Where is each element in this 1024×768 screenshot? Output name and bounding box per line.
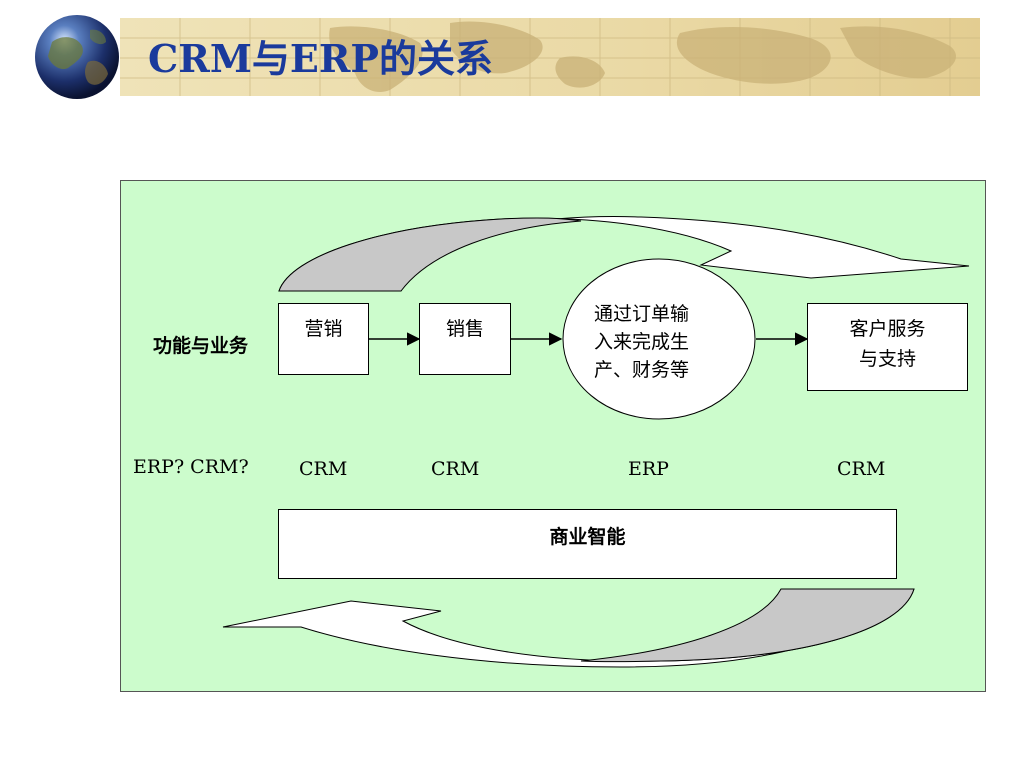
- stage-sales: 销售: [419, 303, 511, 375]
- globe-icon: [35, 15, 119, 99]
- stage-order-line-2: 入来完成生: [594, 331, 690, 353]
- stage-order-line-1: 通过订单输: [594, 303, 690, 325]
- function-business-label: 功能与业务: [153, 335, 249, 357]
- bottom-flow-arrow-shade: [580, 588, 915, 663]
- system-label-service: CRM: [837, 458, 886, 480]
- title-banner: [120, 18, 980, 96]
- business-intelligence-label: 商业智能: [549, 526, 626, 548]
- stage-marketing: 营销: [278, 303, 369, 375]
- top-flow-arrow-shade: [278, 217, 582, 292]
- order-process-ellipse: [562, 258, 756, 420]
- stage-sales-label: 销售: [445, 318, 484, 340]
- erp-crm-question-label: ERP? CRM?: [133, 456, 249, 478]
- stage-service-line-2: 与支持: [858, 348, 916, 370]
- business-intelligence-bar: 商业智能: [278, 509, 897, 579]
- stage-service-line-1: 客户服务: [849, 318, 926, 340]
- system-label-order: ERP: [628, 458, 669, 480]
- diagram-graphics: [222, 216, 970, 668]
- crm-erp-diagram: 功能与业务 营销 销售 通过订单输 入来完成生 产、财务等 客户服务 与支持 E…: [120, 180, 986, 692]
- world-map-background: [120, 18, 980, 96]
- stage-marketing-label: 营销: [304, 318, 343, 340]
- stage-customer-service: 客户服务 与支持: [807, 303, 968, 391]
- stage-order-line-3: 产、财务等: [594, 359, 690, 381]
- page-title: CRM与ERP的关系: [148, 36, 494, 81]
- system-label-sales: CRM: [431, 458, 480, 480]
- system-label-marketing: CRM: [299, 458, 348, 480]
